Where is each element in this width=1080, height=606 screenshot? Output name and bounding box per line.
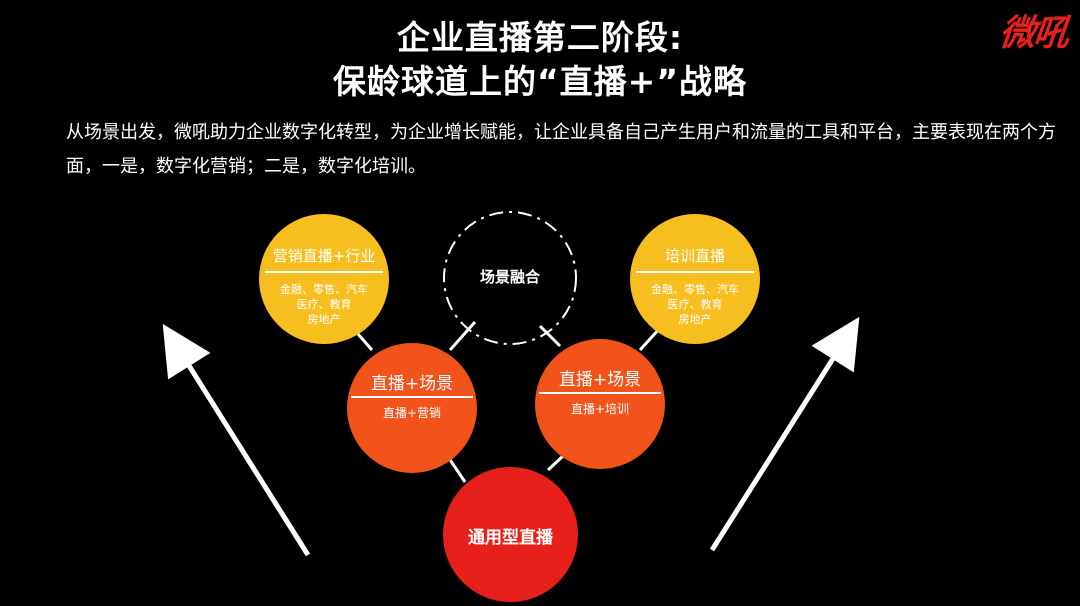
circle-live-scene-marketing-title: 直播+场景 <box>370 374 454 394</box>
circle-training-live-title: 培训直播 <box>664 247 725 265</box>
divider <box>265 271 383 273</box>
connector-midleft-center <box>448 321 477 351</box>
title-line-2: 保龄球道上的“直播+”战略 <box>332 62 748 101</box>
circle-marketing-industry-title: 营销直播+行业 <box>272 247 376 265</box>
circle-marketing-industry-sub2: 医疗、教育 <box>296 298 352 311</box>
circle-live-scene-marketing-sub: 直播+营销 <box>382 406 442 420</box>
circle-training-live-sub2: 医疗、教育 <box>667 298 723 311</box>
arrow-up-right-icon <box>709 316 860 552</box>
description-text: 从场景出发，微吼助力企业数字化转型，为企业增长赋能，让企业具备自己产生用户和流量… <box>66 122 1056 177</box>
divider <box>636 271 754 273</box>
circle-marketing-industry: 营销直播+行业 金融、零售、汽车 医疗、教育 房地产 <box>259 214 389 344</box>
circle-general-live-label: 通用型直播 <box>468 528 553 548</box>
connector-midleft-topleft <box>356 333 374 351</box>
connector-midright-center <box>538 324 562 348</box>
circle-live-scene-marketing: 直播+场景 直播+营销 <box>347 343 477 473</box>
divider <box>539 392 661 394</box>
title-line-1: 企业直播第二阶段: <box>396 18 684 57</box>
circle-training-live-sub1: 金融、零售、汽车 <box>651 283 739 296</box>
circle-training-live: 培训直播 金融、零售、汽车 医疗、教育 房地产 <box>630 214 760 344</box>
circle-marketing-industry-sub1: 金融、零售、汽车 <box>280 283 368 296</box>
circle-live-scene-training: 直播+场景 直播+培训 <box>535 339 665 469</box>
circle-live-scene-training-title: 直播+场景 <box>558 370 642 390</box>
circle-marketing-industry-sub3: 房地产 <box>307 313 341 326</box>
arrow-up-left-icon <box>162 323 311 557</box>
circle-live-scene-training-sub: 直播+培训 <box>570 402 630 416</box>
circle-general-live: 通用型直播 <box>443 467 578 602</box>
scene-fusion-label: 场景融合 <box>479 268 540 286</box>
divider <box>351 396 473 398</box>
scene-fusion-ring <box>443 211 577 345</box>
circle-training-live-sub3: 房地产 <box>678 313 712 326</box>
